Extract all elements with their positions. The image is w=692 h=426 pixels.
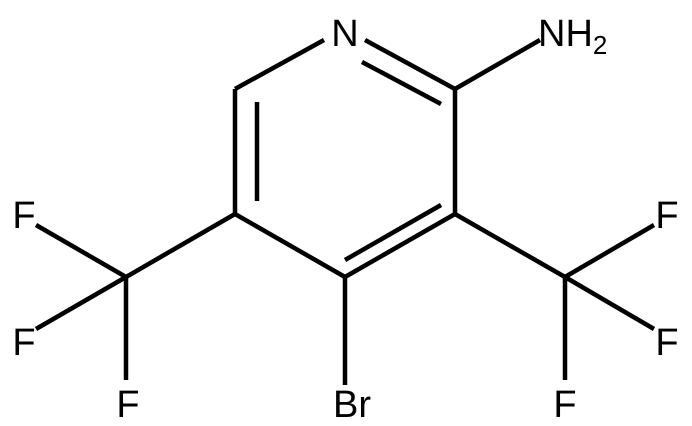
amine-label: NH2 xyxy=(538,13,607,60)
bond-c3-cf3-right xyxy=(453,212,567,279)
fluorine-right-bottom-label: F xyxy=(553,384,576,426)
amine-main-text: NH xyxy=(538,13,593,55)
bond-c5-cf3-left xyxy=(124,212,237,279)
bond-cf3-left-f-middle xyxy=(34,275,128,331)
bond-n1-c2-inner xyxy=(360,60,443,106)
fluorine-left-bottom-label: F xyxy=(116,384,139,426)
bond-cf3-right-f-middle xyxy=(563,275,656,331)
bond-c2-amine xyxy=(453,38,542,91)
bond-c3-c4-inner xyxy=(343,203,443,262)
fluorine-right-top-label: F xyxy=(655,195,678,237)
fluorine-left-middle-label: F xyxy=(12,322,35,364)
bond-c6-n1 xyxy=(233,38,326,91)
bromine-label: Br xyxy=(333,384,371,426)
atom-labels: N NH2 Br F F F F F F xyxy=(12,13,678,426)
bond-c4-c5 xyxy=(233,212,347,279)
bond-cf3-right-f-top xyxy=(563,223,656,279)
fluorine-left-top-label: F xyxy=(12,195,35,237)
fluorine-right-middle-label: F xyxy=(655,322,678,364)
bond-c3-c4 xyxy=(343,212,457,279)
ring-nitrogen-label: N xyxy=(331,13,358,55)
amine-subscript: 2 xyxy=(593,30,607,60)
bonds xyxy=(34,38,656,385)
bond-n1-c2 xyxy=(363,38,457,91)
bond-cf3-left-f-top xyxy=(34,223,128,279)
